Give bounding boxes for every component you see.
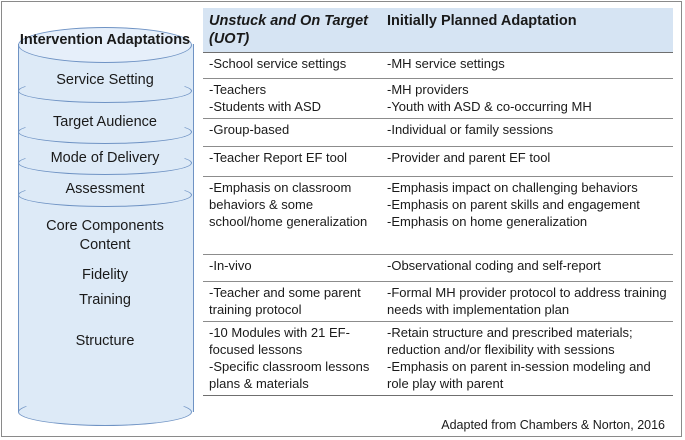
table-row: -School service settings -MH service set… (203, 52, 673, 79)
header-uot: Unstuck and On Target (UOT) (203, 8, 381, 53)
layer-target-audience: Target Audience (53, 114, 157, 130)
cell-line: -Specific classroom lessons plans & mate… (209, 359, 370, 391)
uot-cell: -Teachers -Students with ASD (203, 78, 381, 119)
table-row: -Teacher Report EF tool -Provider and pa… (203, 146, 673, 177)
uot-cell: -Emphasis on classroom behaviors & some … (203, 176, 381, 255)
uot-cell: -Teacher Report EF tool (203, 146, 381, 177)
cylinder-title: Intervention Adaptations (19, 32, 191, 48)
uot-cell: -Teacher and some parent training protoc… (203, 281, 381, 322)
cell-line: -10 Modules with 21 EF-focused lessons (209, 325, 350, 357)
cell-line: -Emphasis on parent skills and engagemen… (387, 197, 640, 212)
adaptation-cell: -MH providers -Youth with ASD & co-occur… (381, 78, 673, 119)
cell-line: -Teacher Report EF tool (209, 150, 348, 165)
cylinder-ring (18, 183, 192, 207)
cylinder-ring (18, 120, 192, 144)
cell-line: -Individual or family sessions (387, 122, 554, 137)
cell-line: -Observational coding and self-report (387, 258, 601, 273)
table-row: -Emphasis on classroom behaviors & some … (203, 176, 673, 255)
cell-line: -MH service settings (387, 56, 505, 71)
adaptation-cell: -Retain structure and prescribed materia… (381, 321, 673, 396)
uot-cell: -Group-based (203, 118, 381, 147)
table-row: -In-vivo -Observational coding and self-… (203, 254, 673, 282)
layer-training: Training (79, 292, 131, 308)
source-credit: Adapted from Chambers & Norton, 2016 (441, 418, 665, 432)
layer-fidelity: Fidelity (82, 267, 128, 283)
table-row: -10 Modules with 21 EF-focused lessons -… (203, 321, 673, 396)
layer-assessment: Assessment (65, 181, 145, 197)
adaptation-cell: -Observational coding and self-report (381, 254, 673, 282)
cell-line: -Students with ASD (209, 99, 321, 114)
layer-structure: Structure (75, 333, 135, 349)
cell-line: -In-vivo (209, 258, 252, 273)
comparison-table: Unstuck and On Target (UOT) Initially Pl… (203, 8, 673, 396)
cell-line: -Emphasis on parent in-session modeling … (387, 359, 651, 391)
adaptation-cell: -Individual or family sessions (381, 118, 673, 147)
table-row: -Teacher and some parent training protoc… (203, 281, 673, 322)
layer-mode-of-delivery: Mode of Delivery (50, 150, 160, 166)
cell-line: -Emphasis on classroom behaviors & some … (209, 180, 368, 229)
cell-line: -Formal MH provider protocol to address … (387, 285, 667, 317)
cylinder-top (18, 27, 192, 63)
cylinder-body (18, 44, 194, 412)
cylinder-ring (18, 79, 192, 103)
adaptation-cell: -Formal MH provider protocol to address … (381, 281, 673, 322)
uot-cell: -10 Modules with 21 EF-focused lessons -… (203, 321, 381, 396)
cylinder-base (18, 398, 192, 426)
uot-cell: -School service settings (203, 52, 381, 79)
table-header-row: Unstuck and On Target (UOT) Initially Pl… (203, 8, 673, 53)
cell-line: -Youth with ASD & co-occurring MH (387, 99, 592, 114)
cell-line: -Provider and parent EF tool (387, 150, 551, 165)
cell-line: -Group-based (209, 122, 290, 137)
adaptation-cell: -MH service settings (381, 52, 673, 79)
adaptation-cell: -Provider and parent EF tool (381, 146, 673, 177)
cell-line: -Teachers (209, 82, 267, 97)
cell-line: -Teacher and some parent training protoc… (209, 285, 361, 317)
cell-line: -MH providers (387, 82, 469, 97)
cell-line: -Emphasis on home generalization (387, 214, 588, 229)
adaptation-cell: -Emphasis impact on challenging behavior… (381, 176, 673, 255)
layer-service-setting: Service Setting (56, 72, 154, 88)
table-row: -Teachers -Students with ASD -MH provide… (203, 78, 673, 119)
uot-cell: -In-vivo (203, 254, 381, 282)
cell-line: -Retain structure and prescribed materia… (387, 325, 633, 357)
table-row: -Group-based -Individual or family sessi… (203, 118, 673, 147)
layer-core-components: Core Components Content (46, 218, 164, 253)
header-planned-adaptation: Initially Planned Adaptation (381, 8, 673, 53)
cell-line: -School service settings (209, 56, 347, 71)
cell-line: -Emphasis impact on challenging behavior… (387, 180, 638, 195)
cylinder-ring (18, 151, 192, 175)
